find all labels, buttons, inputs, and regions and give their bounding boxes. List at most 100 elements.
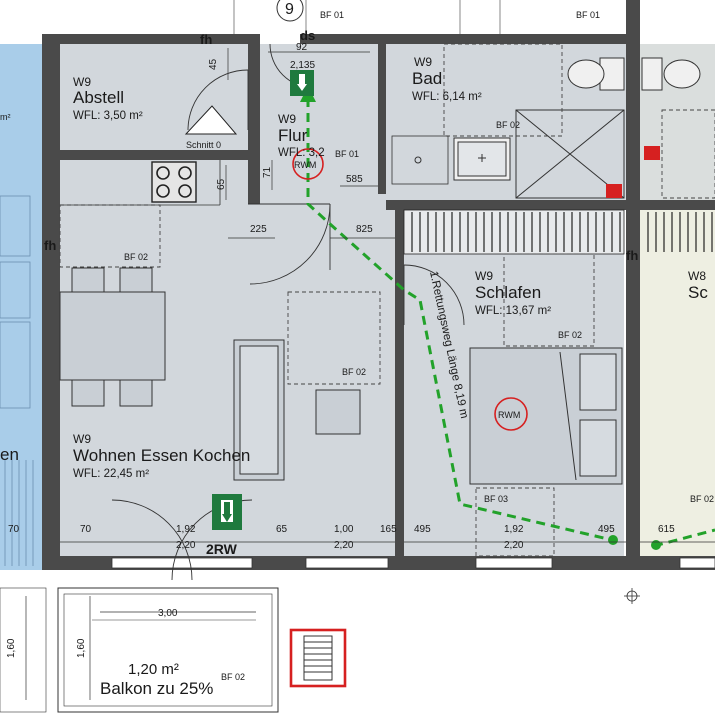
dim-70b: 70 — [80, 524, 92, 535]
dim-22: 225 — [250, 224, 267, 235]
schlafen-area: WFL: 13,67 m² — [475, 305, 551, 317]
balcony-label: Balkon zu 25% — [100, 679, 213, 698]
bath-clearance — [443, 43, 563, 137]
code-bf02-living: BF 02 — [342, 367, 366, 377]
code-bf02-bad: BF 02 — [496, 120, 520, 130]
wardrobe-hangers — [411, 212, 621, 252]
wohnen-unit: W9 — [73, 432, 91, 446]
room-flur-lower — [260, 150, 395, 198]
armchair — [315, 389, 361, 435]
neighbor-bath-fixture — [661, 109, 715, 199]
axis-marker-label: 9 — [285, 1, 294, 18]
toilet-neighbor — [641, 57, 701, 91]
abstell-name: Abstell — [73, 88, 124, 107]
code-bf01-flur: BF 01 — [335, 149, 359, 159]
code-bf01-top-a: BF 01 — [320, 10, 344, 20]
neighbor-left-area — [0, 44, 42, 570]
fh-label-3: fh — [626, 248, 638, 263]
toilet-icon — [567, 57, 625, 91]
wohnen-area: WFL: 22,45 m² — [73, 468, 149, 480]
red-marker-neighbor — [644, 146, 660, 160]
section-label: Schnitt 0 — [186, 140, 221, 150]
escape-route-path — [306, 98, 613, 542]
smoke-detector-flur-label: RWM — [294, 160, 316, 170]
wardrobe — [403, 209, 625, 255]
dim-16: 165 — [380, 524, 397, 535]
dim-220b: 2,20 — [334, 540, 354, 551]
dimension-lines — [25, 48, 715, 700]
flur-area: WFL: 3,2 — [278, 147, 325, 159]
exit-sign-icon — [290, 70, 314, 96]
neighbor-left-name: en — [0, 445, 19, 464]
dim-192a: 1,92 — [176, 524, 196, 535]
crosshair-icon — [624, 588, 640, 604]
dim-65b: 65 — [276, 524, 288, 535]
dim-300: 3,00 — [158, 608, 178, 619]
bad-name: Bad — [412, 69, 442, 88]
dim-45: 45 — [208, 58, 219, 70]
abstell-area: WFL: 3,50 m² — [73, 110, 143, 122]
top-guides — [233, 0, 501, 34]
flur-unit: W9 — [278, 112, 296, 126]
dim-160b: 1,60 — [76, 638, 87, 658]
bath-cabinet — [391, 135, 449, 185]
code-bf02-bed: BF 02 — [558, 330, 582, 340]
neighbor-left-furniture — [0, 195, 34, 566]
fh-label-2: fh — [44, 238, 56, 253]
stove-icon — [151, 161, 197, 203]
code-bf02-balcony: BF 02 — [221, 672, 245, 682]
dim-70a: 70 — [8, 524, 20, 535]
dim-220c: 2,20 — [504, 540, 524, 551]
dim-82: 825 — [356, 224, 373, 235]
bed-clearance-bottom — [475, 487, 555, 557]
bed — [469, 347, 623, 485]
smoke-detector-icon — [292, 148, 324, 180]
balcony-area: 1,20 m² — [128, 661, 179, 678]
dim-49b: 495 — [598, 524, 615, 535]
dim-61: 615 — [658, 524, 675, 535]
neighbor-name: Sc — [688, 283, 708, 302]
bad-area: WFL: 6,14 m² — [412, 91, 482, 103]
fh-label-1: fh — [200, 32, 212, 47]
ds-label: ds — [300, 28, 315, 43]
dim-192b: 1,92 — [504, 524, 524, 535]
sofa — [233, 339, 285, 481]
red-marker-bath — [606, 184, 622, 198]
code-bf02-neighbor: BF 02 — [690, 494, 714, 504]
smoke-detector-schlafen-label: RWM — [498, 410, 520, 420]
dim-160a: 1,60 — [6, 638, 17, 658]
escape-route-end-neighbor — [651, 540, 661, 550]
windows-bottom — [111, 557, 715, 569]
section-marker — [184, 105, 238, 135]
floor-drain — [414, 156, 422, 164]
neighbor-unit: W8 — [688, 269, 706, 283]
schlafen-unit: W9 — [475, 269, 493, 283]
escape-route-end — [608, 535, 618, 545]
wohnen-name: Wohnen Essen Kochen — [73, 446, 250, 465]
coffee-table-clearance — [287, 291, 381, 385]
dining-table — [59, 267, 166, 407]
code-bf01-top-b: BF 01 — [576, 10, 600, 20]
dim-71: 71 — [262, 166, 273, 178]
abstell-unit: W9 — [73, 75, 91, 89]
exit-sign-2rw-icon — [212, 494, 242, 530]
code-bf02-kitchen: BF 02 — [124, 252, 148, 262]
bad-unit: W9 — [414, 55, 432, 69]
dim-213: 2,135 — [290, 60, 315, 71]
schlafen-name: Schlafen — [475, 283, 541, 302]
escape-route-neighbor — [653, 528, 715, 548]
dim-220a: 2,20 — [176, 540, 196, 551]
stair-icon — [289, 628, 347, 688]
dim-100: 1,00 — [334, 524, 354, 535]
bed-clearance-top — [503, 253, 595, 347]
code-bf03-bed: BF 03 — [484, 494, 508, 504]
dim-58: 585 — [346, 174, 363, 185]
rw2-label: 2RW — [206, 541, 238, 557]
neighbor-left-area-label: m² — [0, 112, 11, 122]
wardrobe-neighbor — [647, 212, 713, 252]
flur-name: Flur — [278, 126, 308, 145]
dim-49a: 495 — [414, 524, 431, 535]
dim-92: 92 — [296, 42, 308, 53]
sink-icon — [453, 137, 511, 181]
